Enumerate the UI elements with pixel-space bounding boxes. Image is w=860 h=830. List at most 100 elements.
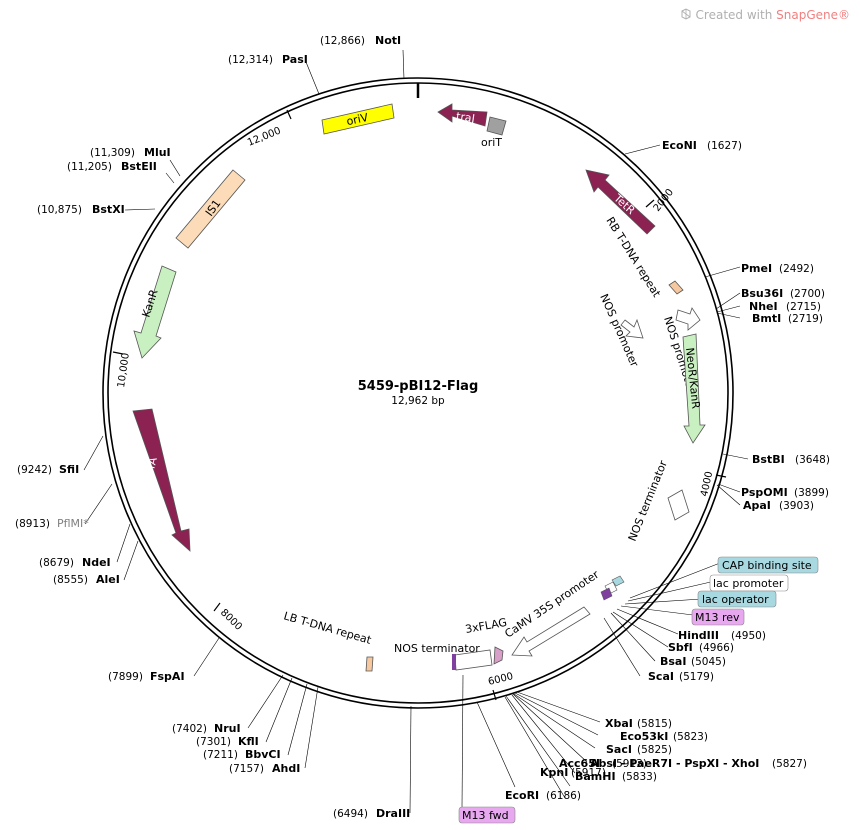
box-m13-fwd[interactable]: M13 fwd (458, 806, 516, 824)
site-BmtI[interactable]: BmtI (2719) (752, 312, 823, 325)
site-name-MluI: MluI (144, 146, 171, 159)
box-label-m13-rev: M13 rev (695, 611, 740, 624)
site-BstEII[interactable]: (11,205) BstEII (67, 160, 157, 173)
box-cap-binding-site[interactable]: CAP binding site (717, 556, 819, 574)
site-pos-KflI: (7301) (196, 736, 231, 748)
feature-nos-terminator-bottom[interactable]: NOS terminator (394, 642, 493, 671)
site-name-BbvCI: BbvCI (245, 748, 281, 761)
tick-mark-10000 (112, 351, 124, 355)
feature-trfA[interactable]: trfA (132, 408, 191, 552)
site-KflI[interactable]: (7301) KflI (196, 735, 259, 748)
site-EcoNI[interactable]: EcoNI (1627) (662, 139, 742, 152)
site-name-Acc65I: Acc65I (559, 757, 600, 770)
site-name-FspAI: FspAI (150, 670, 185, 683)
site-name-AhdI: AhdI (272, 762, 300, 775)
site-pos-NheI: (2715) (786, 301, 821, 313)
site-NheI[interactable]: NheI (2715) (749, 300, 821, 313)
snapgene-watermark: Created with SnapGene® (680, 8, 850, 22)
feature-NeoR-KanR[interactable]: NeoR/KanR (682, 333, 706, 444)
tick-label-6000: 6000 (487, 671, 514, 688)
box-m13-rev[interactable]: M13 rev (691, 608, 745, 626)
site-name-DraIII: DraIII (376, 807, 410, 820)
site-AbsI-XhoI[interactable]: AbsI - PaeR7I - PspXI - XhoI (5827) (590, 757, 807, 770)
feature-label-traJ: traJ (455, 110, 475, 125)
site-NruI[interactable]: (7402) NruI (172, 722, 241, 735)
feature-lb-tdna-repeat[interactable]: LB T-DNA repeat (282, 609, 374, 672)
cap-binding-site-mark (611, 575, 625, 587)
site-name-BstXI: BstXI (92, 203, 125, 216)
tick-mark-6000 (492, 689, 497, 701)
site-BamHI[interactable]: BamHI (5833) (575, 770, 657, 783)
site-pos-NotI: (12,866) (320, 35, 365, 47)
site-SacI[interactable]: SacI (5825) (606, 743, 672, 756)
site-pos-Acc65I: (5913) (612, 758, 647, 770)
site-name-EcoNI: EcoNI (662, 139, 697, 152)
site-HindIII[interactable]: HindIII (4950) (678, 629, 766, 642)
box-lac-promoter[interactable]: lac promoter (709, 574, 789, 592)
site-AhdI[interactable]: (7157) AhdI (229, 762, 300, 775)
backbone-outer-ring (102, 77, 734, 709)
feature-nos-promoter-inner[interactable]: NOS promoter (597, 292, 644, 369)
feature-IS1[interactable]: IS1 (175, 169, 246, 249)
site-pos-EcoRI: (6186) (546, 790, 581, 802)
site-name-ScaI: ScaI (648, 670, 674, 683)
site-ApaI[interactable]: ApaI (3903) (743, 499, 814, 512)
feature-camv-35s-promoter[interactable]: CaMV 35S promoter (502, 568, 602, 657)
site-SfiI[interactable]: (9242) SfiI (17, 463, 79, 476)
site-name-SfiI: SfiI (59, 463, 79, 476)
site-EcoRI[interactable]: EcoRI (6186) (505, 789, 581, 802)
site-pos-SbfI: (4966) (699, 642, 734, 654)
feature-label-NeoR-KanR: NeoR/KanR (683, 347, 702, 410)
site-ScaI[interactable]: ScaI (5179) (648, 670, 714, 683)
site-BstXI[interactable]: (10,875) BstXI (37, 203, 125, 216)
site-name-Eco53kI: Eco53kI (620, 730, 668, 743)
feature-oriV[interactable]: oriV (321, 103, 395, 135)
site-pos-MluI: (11,309) (90, 147, 135, 159)
site-name-AleI: AleI (96, 573, 120, 586)
site-BstBI[interactable]: BstBI (3648) (752, 453, 830, 466)
site-pos-Bsu36I: (2700) (790, 288, 825, 300)
site-pos-BmtI: (2719) (788, 313, 823, 325)
site-name-BstEII: BstEII (121, 160, 157, 173)
site-pos-PspOMI: (3899) (794, 487, 829, 499)
feature-label-oriV: oriV (345, 111, 370, 128)
site-BsaI[interactable]: BsaI (5045) (660, 655, 726, 668)
restriction-sites: (12,866) NotI (12,314) PasI (11,309) Mlu… (15, 34, 830, 820)
site-DraIII[interactable]: (6494) DraIII (333, 807, 410, 820)
site-pos-PflMI: (8913) (15, 518, 50, 530)
tick-mark-2000 (645, 199, 655, 208)
site-pos-BstEII: (11,205) (67, 161, 112, 173)
site-PspOMI[interactable]: PspOMI (3899) (741, 486, 829, 499)
feature-traJ[interactable]: traJ (437, 103, 488, 127)
site-name-NdeI: NdeI (82, 556, 111, 569)
site-NdeI[interactable]: (8679) NdeI (39, 556, 111, 569)
site-KpnI[interactable]: KpnI (5917) (540, 766, 606, 779)
plasmid-length: 12,962 bp (391, 395, 445, 407)
site-FspAI[interactable]: (7899) FspAI (108, 670, 185, 683)
site-PmeI[interactable]: PmeI (2492) (741, 262, 814, 275)
site-AleI[interactable]: (8555) AleI (53, 573, 120, 586)
site-Bsu36I[interactable]: Bsu36I (2700) (741, 287, 825, 300)
tick-label-12000: 12,000 (246, 125, 283, 148)
site-SbfI[interactable]: SbfI (4966) (668, 641, 734, 654)
site-name-PspOMI: PspOMI (741, 486, 788, 499)
site-PflMI[interactable]: (8913) PflMI* (15, 517, 89, 530)
site-XbaI[interactable]: XbaI (5815) (605, 717, 672, 730)
site-name-AbsI-XhoI: AbsI - PaeR7I - PspXI - XhoI (590, 757, 759, 770)
tick-mark-8000 (213, 602, 221, 612)
site-MluI[interactable]: (11,309) MluI (90, 146, 171, 159)
feature-oriT[interactable]: oriT (481, 116, 507, 149)
site-PasI[interactable]: (12,314) PasI (228, 53, 308, 66)
feature-KanR[interactable]: KanR (133, 265, 177, 359)
box-lac-operator[interactable]: lac operator (697, 590, 777, 608)
feature-nos-terminator-right[interactable]: NOS terminator (626, 458, 690, 543)
site-BbvCI[interactable]: (7211) BbvCI (203, 748, 281, 761)
site-name-HindIII: HindIII (678, 629, 719, 642)
site-name-XbaI: XbaI (605, 717, 633, 730)
site-Acc65I[interactable]: Acc65I (5913) (559, 757, 647, 770)
site-Eco53kI[interactable]: Eco53kI (5823) (620, 730, 708, 743)
feature-label-lb-tdna-repeat: LB T-DNA repeat (282, 609, 373, 647)
site-NotI[interactable]: (12,866) NotI (320, 34, 401, 47)
site-pos-DraIII: (6494) (333, 808, 368, 820)
